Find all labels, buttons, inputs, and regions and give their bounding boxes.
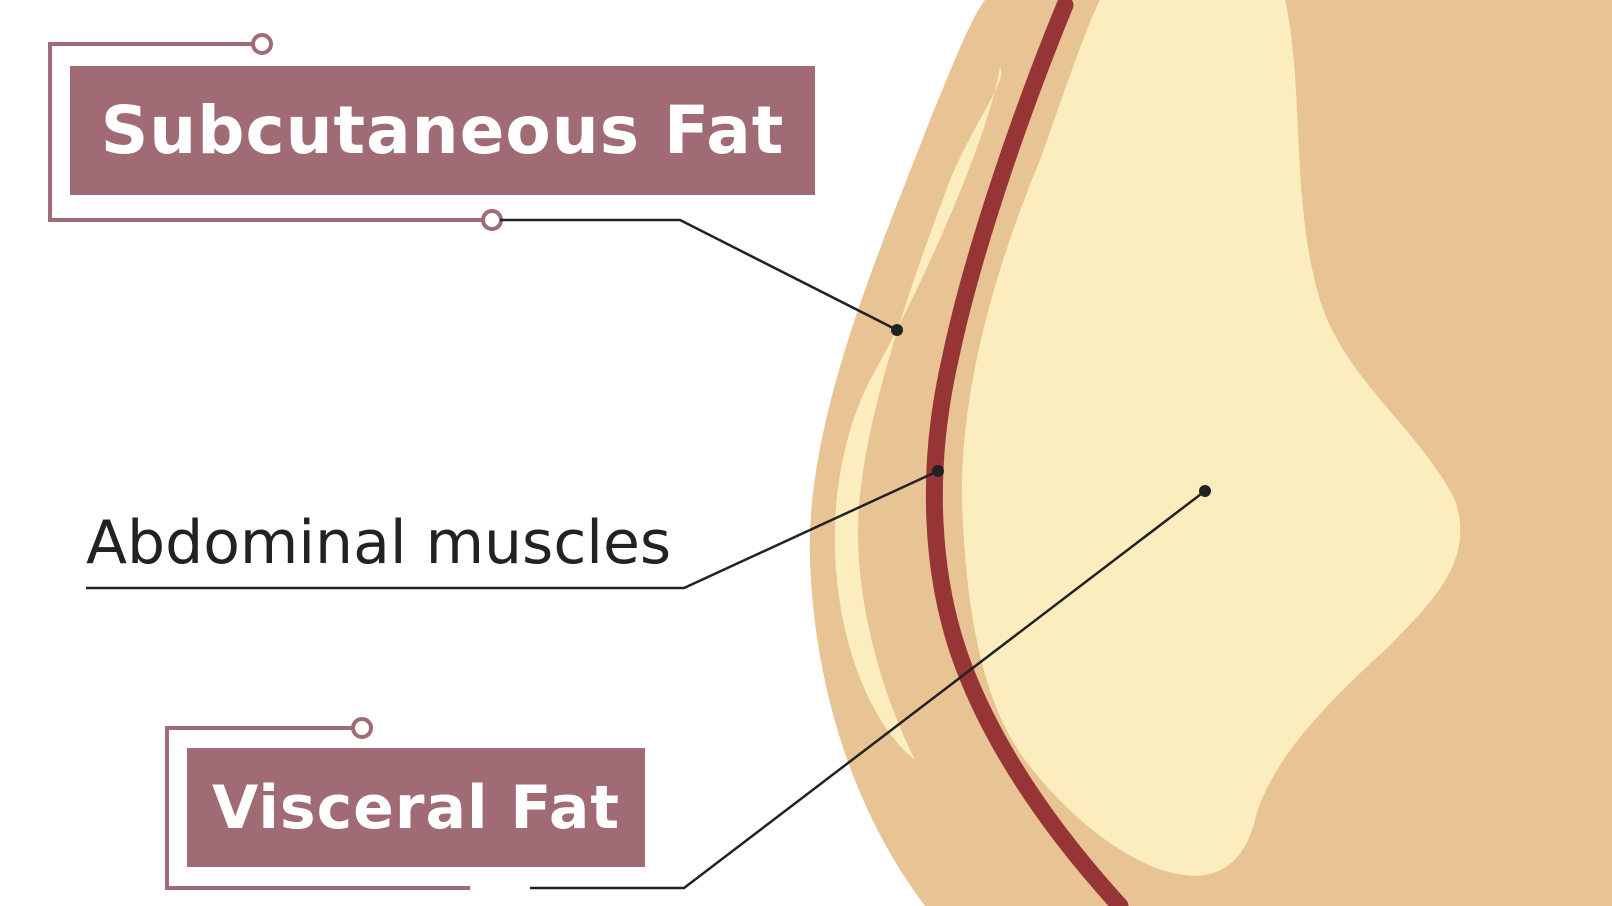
subcutaneous-frame-dot-top <box>251 33 273 55</box>
subcutaneous-label-frame <box>48 42 484 222</box>
subcutaneous-leader-line <box>500 218 898 332</box>
abdominal-muscle-band <box>925 0 1129 906</box>
visceral-fat-label: Visceral Fat <box>187 748 645 867</box>
subcutaneous-fat-label: Subcutaneous Fat <box>70 66 815 195</box>
abdominal-muscles-label: Abdominal muscles <box>86 508 672 578</box>
subcutaneous-fat-layer <box>834 68 1002 760</box>
abdominal-pointer-dot <box>932 465 944 477</box>
visceral-label-frame <box>165 726 470 890</box>
visceral-fat-region <box>961 0 1461 876</box>
subcutaneous-pointer-dot <box>891 324 903 336</box>
abdominal-leader-line <box>86 469 939 590</box>
visceral-leader-line <box>530 490 1206 890</box>
visceral-frame-dot-top <box>351 717 373 739</box>
subcutaneous-frame-dot-bottom <box>481 209 503 231</box>
visceral-pointer-dot <box>1199 485 1211 497</box>
